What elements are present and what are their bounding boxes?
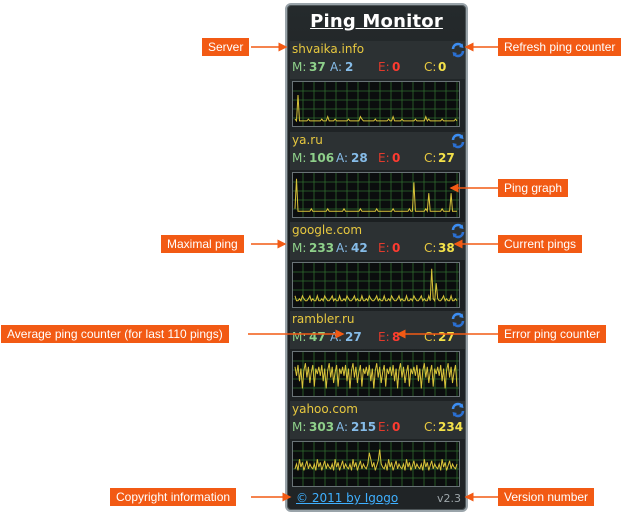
callout-version: Version number	[498, 488, 595, 506]
server-name: rambler.ru	[292, 312, 355, 326]
refresh-icon[interactable]	[450, 133, 466, 149]
error-ping-value: 8	[392, 330, 401, 344]
ping-graph-canvas	[293, 263, 459, 307]
server-name: google.com	[292, 223, 363, 237]
error-ping-value: 0	[392, 241, 401, 255]
ping-graph	[292, 81, 460, 127]
error-ping-value: 0	[392, 151, 401, 165]
error-ping-label: E:	[378, 60, 390, 74]
avg-ping-value: 28	[351, 151, 368, 165]
server-header-background	[290, 222, 465, 260]
ping-graph	[292, 262, 460, 308]
server-name: shvaika.info	[292, 42, 365, 56]
callout-error: Error ping counter	[498, 325, 607, 343]
error-ping-label: E:	[378, 420, 390, 434]
ping-graph	[292, 172, 460, 218]
ping-graph	[292, 351, 460, 397]
ping-graph	[292, 441, 460, 487]
server-header-background	[290, 41, 465, 79]
error-ping-label: E:	[378, 241, 390, 255]
current-ping-value: 27	[438, 151, 455, 165]
error-ping-value: 0	[392, 60, 401, 74]
avg-ping-value: 215	[351, 420, 377, 434]
ping-graph-line	[294, 363, 458, 389]
callout-average: Average ping counter (for last 110 pings…	[1, 325, 229, 343]
avg-ping-value: 2	[345, 60, 354, 74]
ping-graph-canvas	[293, 82, 459, 126]
error-ping-value: 0	[392, 420, 401, 434]
version-number: v2.3	[437, 492, 462, 505]
max-ping-value: 37	[309, 60, 326, 74]
server-header-background	[290, 311, 465, 349]
ping-graph-line	[294, 178, 457, 213]
server-header-background	[290, 132, 465, 170]
error-ping-label: E:	[378, 151, 390, 165]
max-ping-value: 106	[309, 151, 335, 165]
avg-ping-label: A:	[330, 330, 343, 344]
avg-ping-label: A:	[336, 151, 349, 165]
max-ping-value: 47	[309, 330, 326, 344]
gadget-title: Ping Monitor	[310, 11, 443, 32]
max-ping-label: M:	[292, 330, 307, 344]
callout-max-ping: Maximal ping	[161, 235, 244, 253]
max-ping-value: 303	[309, 420, 335, 434]
refresh-icon[interactable]	[450, 402, 466, 418]
current-ping-value: 234	[438, 420, 464, 434]
max-ping-label: M:	[292, 151, 307, 165]
server-name: yahoo.com	[292, 402, 358, 416]
current-ping-value: 38	[438, 241, 455, 255]
callout-ping-graph: Ping graph	[498, 179, 569, 197]
avg-ping-label: A:	[330, 60, 343, 74]
refresh-icon[interactable]	[450, 42, 466, 58]
current-ping-label: C:	[424, 241, 437, 255]
error-ping-label: E:	[378, 330, 390, 344]
callout-copyright: Copyright information	[110, 488, 237, 506]
current-ping-label: C:	[424, 60, 437, 74]
ping-graph-canvas	[293, 442, 459, 486]
server-name: ya.ru	[292, 133, 323, 147]
callout-current-pings: Current pings	[498, 235, 583, 253]
max-ping-label: M:	[292, 60, 307, 74]
ping-graph-canvas	[293, 352, 459, 396]
current-ping-label: C:	[424, 151, 437, 165]
refresh-icon[interactable]	[450, 223, 466, 239]
callout-refresh: Refresh ping counter	[498, 38, 622, 56]
max-ping-value: 233	[309, 241, 335, 255]
avg-ping-label: A:	[336, 241, 349, 255]
ping-graph-canvas	[293, 173, 459, 217]
callout-server: Server	[202, 38, 250, 56]
max-ping-label: M:	[292, 420, 307, 434]
current-ping-value: 0	[438, 60, 447, 74]
copyright-link[interactable]: © 2011 by Igogo	[296, 491, 399, 505]
ping-graph-line	[294, 268, 458, 303]
current-ping-label: C:	[424, 420, 437, 434]
ping-graph-line	[294, 449, 458, 471]
avg-ping-value: 27	[345, 330, 362, 344]
max-ping-label: M:	[292, 241, 307, 255]
current-ping-value: 27	[438, 330, 455, 344]
server-header-background	[290, 401, 465, 439]
avg-ping-label: A:	[336, 420, 349, 434]
refresh-icon[interactable]	[450, 312, 466, 328]
ping-graph-line	[294, 94, 458, 123]
avg-ping-value: 42	[351, 241, 368, 255]
current-ping-label: C:	[424, 330, 437, 344]
